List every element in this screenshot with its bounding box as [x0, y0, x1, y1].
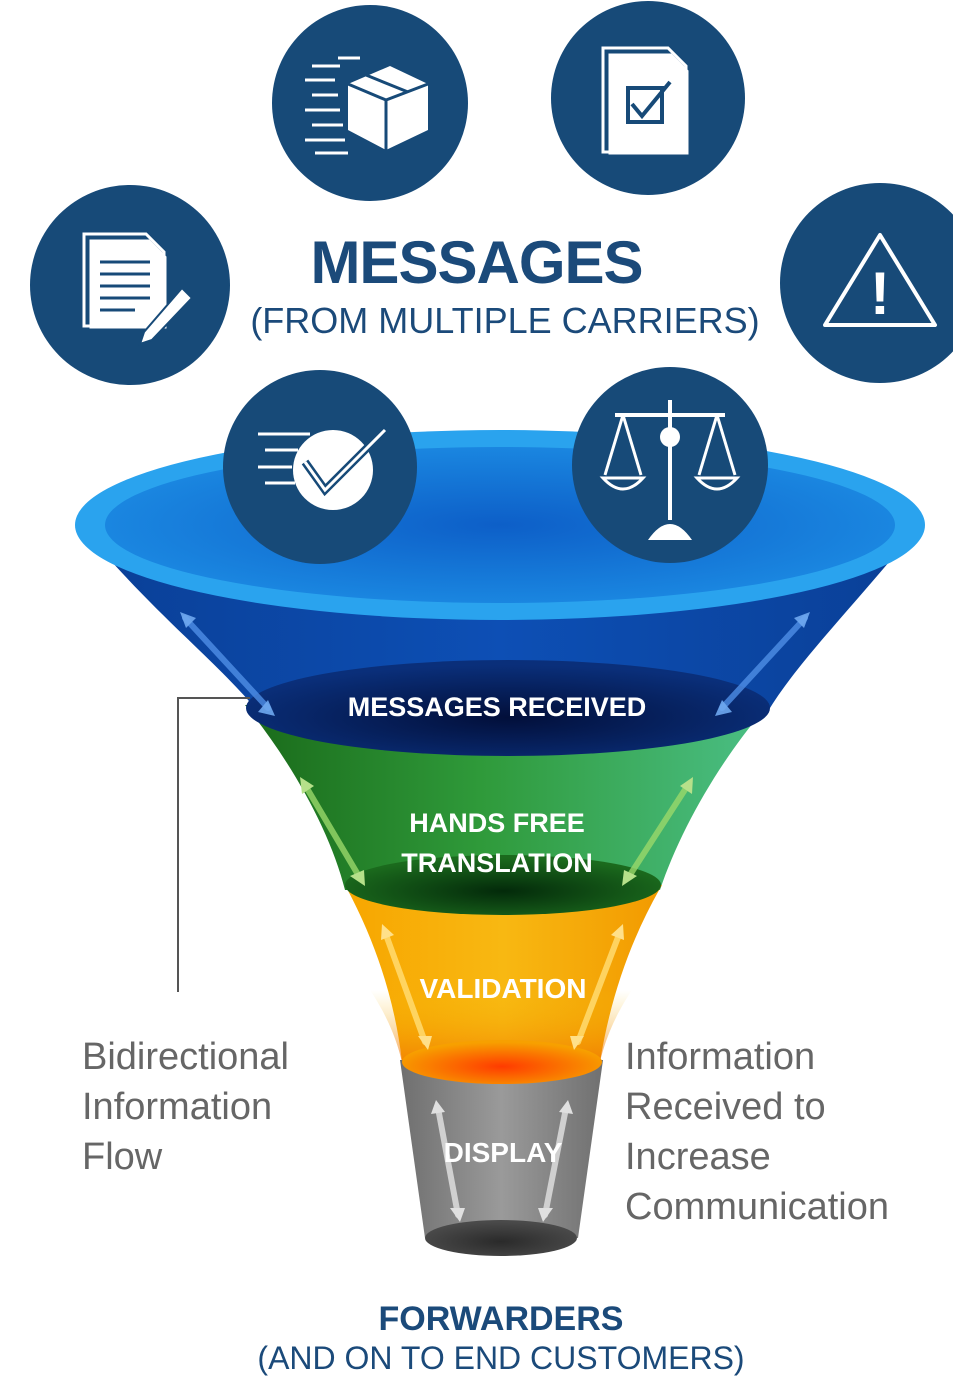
left-annotation-line: Flow [82, 1136, 163, 1178]
orange-top-ellipse [345, 855, 661, 915]
bidirectional-arrows [180, 612, 810, 1222]
right-annotation-line: Increase [625, 1136, 771, 1178]
funnel-bottom-opening [425, 1220, 577, 1256]
right-annotation: Information Received to Increase Communi… [625, 1032, 889, 1232]
footer-subtitle: (AND ON TO END CUSTOMERS) [257, 1340, 745, 1376]
stage-label-validation: VALIDATION [420, 973, 587, 1004]
scales-icon [572, 367, 768, 563]
svg-text:!: ! [870, 260, 890, 327]
document-checkbox-icon [551, 1, 745, 195]
stage-label-translation: TRANSLATION [401, 848, 592, 878]
stage-label-messages-received: MESSAGES RECEIVED [348, 692, 647, 722]
stage-label-display: DISPLAY [444, 1137, 563, 1168]
green-top-ellipse [246, 660, 770, 756]
right-annotation-line: Received to [625, 1086, 826, 1128]
gray-top-ellipse [402, 1040, 602, 1084]
left-annotation-line: Information [82, 1086, 273, 1128]
fast-checkmark-icon [223, 370, 417, 564]
header-title: MESSAGES [310, 229, 643, 296]
warning-icon: ! [780, 183, 953, 383]
document-pen-icon [30, 185, 230, 385]
right-annotation-line: Communication [625, 1186, 889, 1228]
funnel-stage-green [245, 705, 768, 890]
left-annotation-line: Bidirectional [82, 1036, 289, 1078]
right-annotation-line: Information [625, 1036, 816, 1078]
stage-label-hands-free: HANDS FREE [409, 808, 585, 838]
left-annotation: Bidirectional Information Flow [82, 1032, 289, 1182]
callout-line [177, 697, 250, 992]
fast-shipping-box-icon [272, 5, 468, 201]
header-subtitle: (FROM MULTIPLE CARRIERS) [250, 300, 760, 341]
footer-title: FORWARDERS [378, 1300, 624, 1338]
